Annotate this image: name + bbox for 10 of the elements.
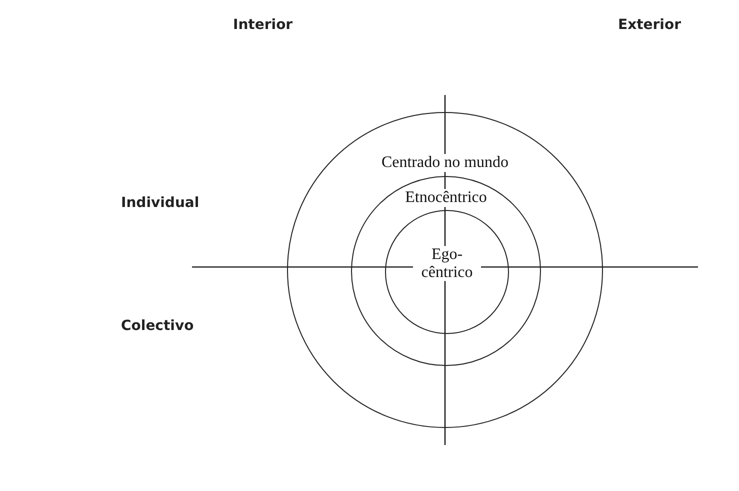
middle-ring xyxy=(351,176,541,366)
ring-label: Ego- cêntrico xyxy=(413,246,481,282)
ring-label: Centrado no mundo xyxy=(379,154,511,172)
column-heading: Interior xyxy=(233,17,293,33)
outer-ring xyxy=(287,112,603,428)
ring-label: Etnocêntrico xyxy=(403,189,489,207)
inner-ring xyxy=(385,210,509,334)
column-heading: Exterior xyxy=(618,17,682,33)
row-heading: Individual xyxy=(121,195,200,211)
row-heading: Colectivo xyxy=(121,318,194,334)
